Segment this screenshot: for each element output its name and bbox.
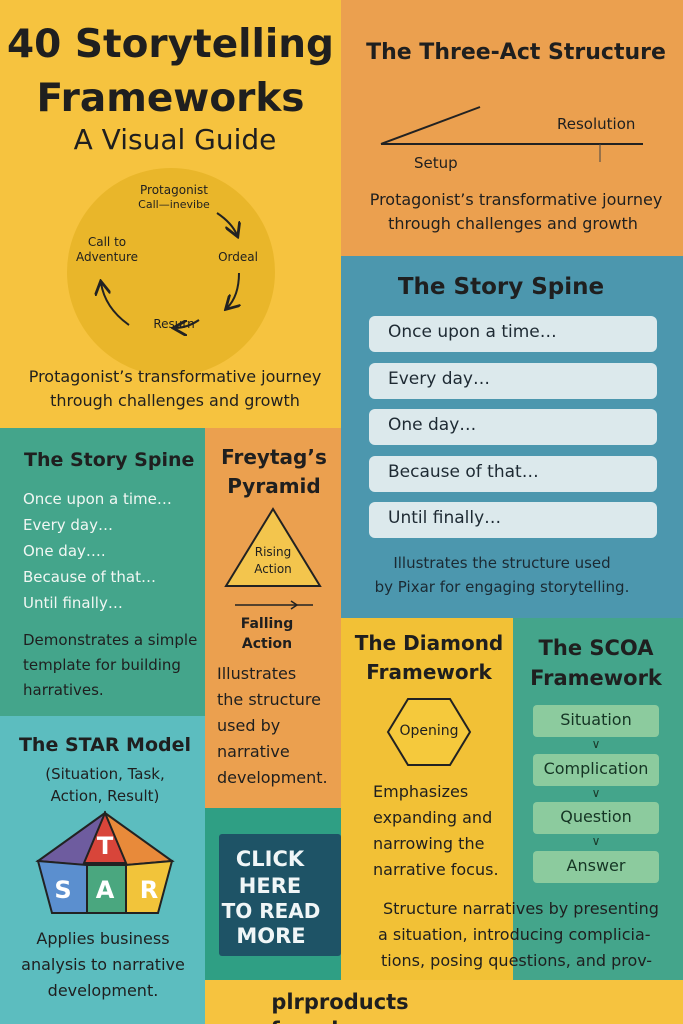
cycle-label-call-to: Call to: [87, 235, 127, 249]
star-subtitle-line1: (Situation, Task,: [45, 765, 165, 783]
freytag-falling-line2: Action: [241, 636, 293, 652]
hero-subtitle: A Visual Guide: [73, 123, 277, 156]
scoa-step-question: Question: [533, 802, 659, 834]
freytag-description-line4: narrative: [217, 742, 290, 761]
star-description-line2: analysis to narrative: [21, 955, 185, 974]
scoa-step-situation: Situation: [533, 705, 659, 737]
spine-left-item-every-day: Every day…: [23, 516, 113, 534]
cycle-label-call: Call—inevibe: [138, 198, 210, 211]
three-act-description-line1: Protagonist’s transformative journey: [369, 190, 663, 209]
cta-line3: TO READ: [221, 899, 321, 923]
story-spine-left-title: The Story Spine: [24, 449, 195, 471]
scoa-description-line2: a situation, introducing complicia-: [378, 925, 651, 944]
star-letter-t: T: [96, 832, 114, 860]
diamond-description-line4: narrative focus.: [373, 860, 499, 879]
spine-item-because: Because of that…: [369, 456, 657, 492]
star-title: The STAR Model: [18, 734, 192, 756]
chevron-down-icon: ∨: [591, 786, 601, 800]
diamond-description-line3: narrowing the: [373, 834, 485, 853]
spine-left-item-one-day: One day….: [23, 542, 106, 560]
story-spine-right-title: The Story Spine: [397, 274, 605, 300]
diamond-description-line2: expanding and: [373, 808, 493, 827]
scoa-title-line1: The SCOA: [538, 636, 654, 660]
scoa-step-answer: Answer: [533, 851, 659, 883]
hero-description-line2: through challenges and growth: [50, 391, 300, 410]
three-act-resolution-label: Resolution: [557, 115, 636, 133]
cta-line4: MORE: [236, 924, 306, 948]
three-act-panel: The Three-Act Structure Setup Resolution…: [341, 0, 683, 256]
freytag-title-line1: Freytag’s: [221, 445, 327, 469]
diamond-title-line2: Framework: [366, 660, 492, 684]
spine-item-every-day: Every day…: [369, 363, 657, 399]
cycle-label-protagonist: Protagonist: [140, 183, 208, 197]
diamond-shape-label: Opening: [399, 723, 459, 739]
freytag-rising-line2: Action: [254, 562, 292, 576]
cycle-label-ordeal: Ordeal: [218, 250, 258, 264]
star-subtitle-line2: Action, Result): [50, 787, 160, 805]
click-here-button[interactable]: CLICK HERE TO READ MORE: [219, 834, 341, 956]
cycle-label-adventure: Adventure: [75, 250, 139, 264]
chevron-down-icon: ∨: [591, 834, 601, 848]
hero-description-line1: Protagonist’s transformative journey: [28, 367, 322, 386]
freytag-description-line2: the structure: [217, 690, 321, 709]
story-spine-right-description-line2: by Pixar for engaging storytelling.: [374, 578, 630, 596]
cta-panel: CLICK HERE TO READ MORE: [205, 808, 341, 984]
hero-cycle-circle: [67, 168, 275, 376]
hero-panel: 40 Storytelling Frameworks A Visual Guid…: [0, 0, 341, 428]
three-act-diagram: [380, 106, 643, 162]
diamond-description-line1: Emphasizes: [373, 782, 469, 801]
scoa-step-complication: Complication: [533, 754, 659, 786]
star-panel: The STAR Model (Situation, Task, Action,…: [0, 716, 205, 1024]
story-spine-right-panel: The Story Spine Once upon a time… Every …: [341, 256, 683, 618]
scoa-description-line1: Structure narratives by presenting: [383, 899, 659, 918]
three-act-setup-label: Setup: [414, 154, 458, 172]
story-spine-left-description-line1: Demonstrates a simple: [23, 631, 198, 649]
story-spine-right-description-line1: Illustrates the structure used: [393, 554, 611, 572]
diamond-title-line1: The Diamond: [354, 631, 504, 655]
hexagon-icon: [386, 698, 472, 766]
freytag-description-line5: development.: [217, 768, 328, 787]
hero-title-line2: Frameworks: [36, 76, 305, 121]
spine-left-item-until-finally: Until finally…: [23, 594, 123, 612]
freytag-arrow-icon: [235, 600, 313, 610]
star-letter-s: S: [54, 876, 72, 904]
freytag-title-line2: Pyramid: [227, 474, 321, 498]
freytag-description-line3: used by: [217, 716, 281, 735]
story-spine-left-panel: The Story Spine Once upon a time… Every …: [0, 428, 205, 716]
star-description-line3: development.: [47, 981, 159, 1000]
chevron-down-icon: ∨: [591, 737, 601, 751]
scoa-panel: The SCOA Framework Situation ∨ Complicat…: [513, 618, 683, 980]
story-spine-left-description-line2: template for building: [23, 656, 181, 674]
star-letter-a: A: [95, 876, 115, 904]
freytag-rising-line1: Rising: [254, 545, 292, 559]
story-spine-left-description-line3: harratives.: [23, 681, 104, 699]
cycle-label-return: Resurn: [153, 317, 195, 331]
footer-url-link[interactable]: plrproducts​forsale.com: [271, 990, 410, 1024]
cta-line2: HERE: [238, 874, 302, 898]
footer-bar: plrproducts​forsale.com: [205, 980, 683, 1024]
spine-item-until-finally: Until finally…: [369, 502, 657, 538]
freytag-description-line1: Illustrates: [217, 664, 297, 683]
freytag-panel: Freytag’s Pyramid Rising Action Falling …: [205, 428, 341, 808]
hero-title-line1: 40 Storytelling: [7, 22, 334, 67]
cta-line1: CLICK: [235, 847, 305, 871]
star-pentagon-icon: [35, 810, 175, 914]
cycle-arrows-icon: [67, 212, 275, 376]
scoa-title-line2: Framework: [530, 666, 662, 690]
spine-left-item-once: Once upon a time…: [23, 490, 172, 508]
three-act-description-line2: through challenges and growth: [388, 214, 638, 233]
spine-item-once: Once upon a time…: [369, 316, 657, 352]
star-description-line1: Applies business: [36, 929, 170, 948]
spine-left-item-because: Because of that…: [23, 568, 156, 586]
freytag-falling-line1: Falling: [240, 616, 294, 632]
scoa-description-line3: tions, posing questions, and prov-: [381, 951, 653, 970]
diamond-panel: The Diamond Framework Opening Emphasizes…: [341, 618, 513, 980]
spine-item-one-day: One day…: [369, 409, 657, 445]
star-letter-r: R: [139, 876, 159, 904]
three-act-title: The Three-Act Structure: [366, 40, 666, 65]
pyramid-icon: [224, 507, 322, 587]
